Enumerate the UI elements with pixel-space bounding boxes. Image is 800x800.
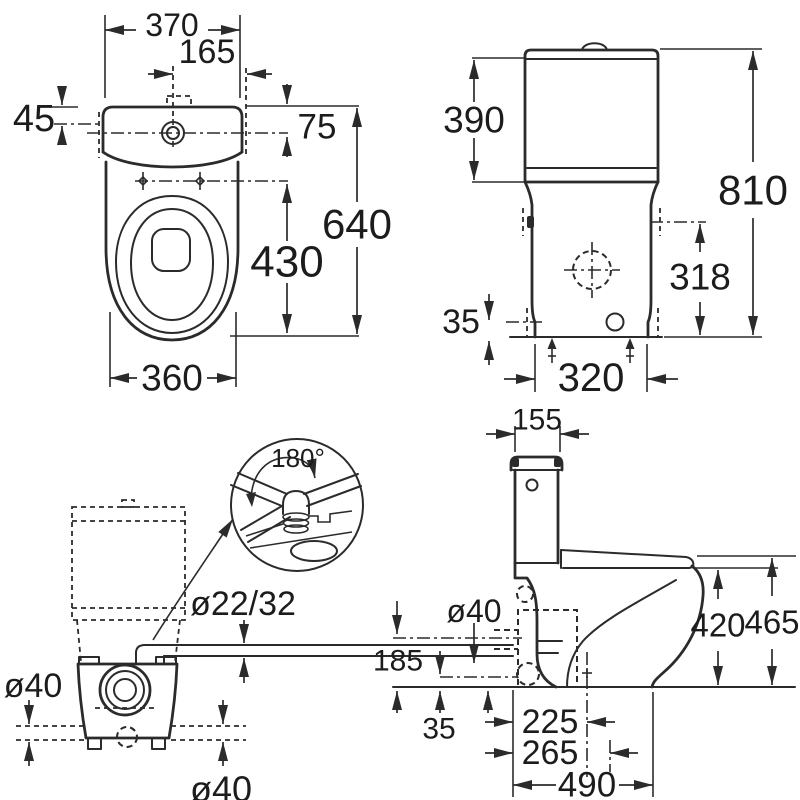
dim-outlet-dia: ø40 [446, 593, 501, 629]
dim-base-height: 35 [442, 303, 480, 341]
rotation-arrow [250, 456, 317, 499]
rear-pan-left [523, 180, 537, 339]
plan-bowl-outline [104, 160, 240, 342]
dim-inlet-height: 318 [669, 257, 731, 298]
dim-floor-base-height: 35 [422, 713, 455, 746]
dim-inlet-offset: 45 [13, 98, 55, 140]
side-pan-back [513, 561, 558, 689]
rear-cistern-outline [523, 48, 660, 184]
dim-outlet-height: 185 [373, 645, 423, 678]
detail-bubble: 180° [152, 438, 364, 641]
macerator-pump [76, 656, 179, 750]
rear-flush-button [581, 42, 608, 51]
dim-swivel-angle: 180° [271, 443, 325, 473]
dim-side-dia: ø40 [4, 667, 63, 705]
rear-supply-hole [605, 312, 625, 332]
macerator-view: ø40 ø40 ø22/32 [4, 438, 514, 800]
dim-cistern-depth: 155 [512, 404, 562, 437]
detail-circle [230, 438, 364, 572]
macerator-ghost-toilet [71, 499, 186, 709]
rear-fixing-bolts [547, 338, 635, 363]
dim-overall-depth: 640 [322, 201, 392, 248]
side-seat [560, 549, 695, 569]
dim-bowl-width: 360 [141, 358, 203, 399]
side-hidden-trap [494, 585, 578, 686]
side-cistern [509, 455, 564, 565]
plan-cistern-front-curve [101, 150, 244, 169]
discharge-pipe [135, 644, 514, 665]
dim-valve-depth: 75 [298, 108, 337, 147]
dim-base-dia: ø40 [190, 769, 252, 800]
plan-seat-outer [115, 195, 229, 334]
detail-leader [152, 518, 234, 641]
dim-outlet-b: 265 [522, 734, 579, 772]
dim-overall-height: 810 [718, 167, 788, 214]
dim-outlet-a: 225 [522, 703, 579, 741]
dim-overall-depth-side: 490 [558, 766, 616, 800]
side-pan-front [650, 564, 705, 689]
dim-overall-width: 370 [145, 7, 198, 43]
rear-lever-hole [527, 216, 534, 228]
rear-trap-hole [572, 250, 612, 290]
plan-view: 370 165 45 75 430 640 360 [13, 7, 392, 399]
plan-seat-opening [130, 208, 214, 321]
dim-overall-height-side: 465 [744, 604, 799, 641]
plan-trap-hole [151, 228, 191, 272]
detail-outlet-hole [290, 540, 338, 562]
pump-side-port [98, 663, 152, 717]
dim-flush-offset: 165 [179, 33, 236, 71]
dim-fixing-depth: 430 [250, 238, 323, 287]
pump-base-port-hidden [116, 726, 138, 748]
dim-rim-height: 420 [690, 607, 745, 644]
dim-discharge-dia: ø22/32 [190, 585, 296, 623]
dim-cistern-height: 390 [443, 100, 505, 141]
side-bowl-inner [566, 579, 677, 688]
plan-flush-button-hidden [166, 95, 192, 108]
rear-view: 390 810 318 35 320 [442, 42, 788, 400]
side-view: 155 ø40 185 35 225 265 490 420 465 [373, 404, 800, 800]
rear-pan-right [646, 180, 660, 339]
dim-fixing-centres: 320 [558, 356, 625, 400]
